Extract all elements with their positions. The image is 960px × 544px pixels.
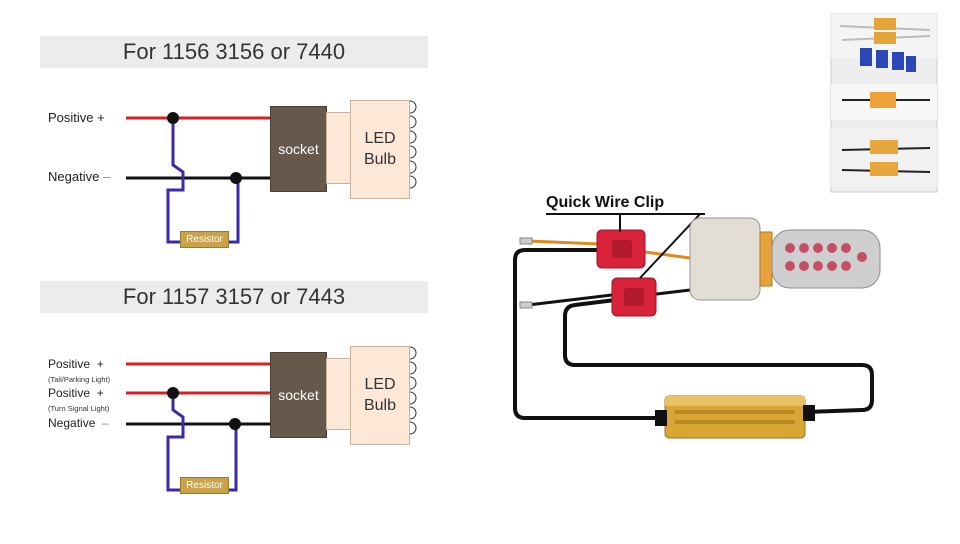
d2-positive1-label: Positive +	[48, 357, 104, 371]
quick-wire-clip-1	[596, 229, 646, 269]
d2-socket: socket	[270, 352, 327, 438]
d1-positive-label: Positive +	[48, 110, 105, 125]
d2-positive2-sub: (Turn Signal Light)	[48, 404, 110, 413]
d2-led-bulb: LED Bulb	[350, 346, 410, 445]
d2-negative-label: Negative –	[48, 416, 109, 430]
photo-black-lead-tip	[519, 301, 533, 309]
d2-positive1-sub: (Tail/Parking Light)	[48, 375, 111, 384]
d2-negative-node	[229, 418, 241, 430]
photo-orange-lead-tip	[519, 237, 533, 245]
photo-loop-wire	[563, 298, 874, 414]
d2-positive-node	[167, 387, 179, 399]
quick-wire-clip-title: Quick Wire Clip	[546, 194, 665, 211]
d2-resistor-loop	[166, 393, 238, 492]
photo-load-resistor	[655, 395, 815, 439]
d2-resistor: Resistor	[180, 477, 229, 494]
d1-resistor-loop	[166, 118, 240, 244]
d1-resistor: Resistor	[180, 231, 229, 248]
d1-negative-sign: –	[102, 169, 111, 184]
d1-bulb-bumps	[409, 100, 417, 189]
d2-bulb-bumps	[409, 346, 417, 435]
d1-positive-sign: +	[97, 110, 105, 125]
photo-bulb-socket	[689, 217, 773, 301]
thumbnail-collage	[830, 13, 938, 193]
photo-orange-lead	[527, 239, 601, 246]
diagram1-title: For 1156 3156 or 7440	[40, 36, 428, 68]
d1-negative-node	[230, 172, 242, 184]
d2-positive2-label: Positive +	[48, 386, 104, 400]
diagram2-title: For 1157 3157 or 7443	[40, 281, 428, 313]
d1-positive-node	[167, 112, 179, 124]
d1-led-neck	[326, 112, 352, 184]
photo-black-lead	[527, 293, 613, 307]
d1-negative-label: Negative –	[48, 169, 111, 184]
photo-main-wire	[513, 248, 670, 420]
photo-led-bulb	[771, 229, 881, 289]
d1-led-bulb: LED Bulb	[350, 100, 410, 199]
d2-led-neck	[326, 358, 352, 430]
quick-wire-clip-2	[611, 277, 657, 317]
d1-socket: socket	[270, 106, 327, 192]
